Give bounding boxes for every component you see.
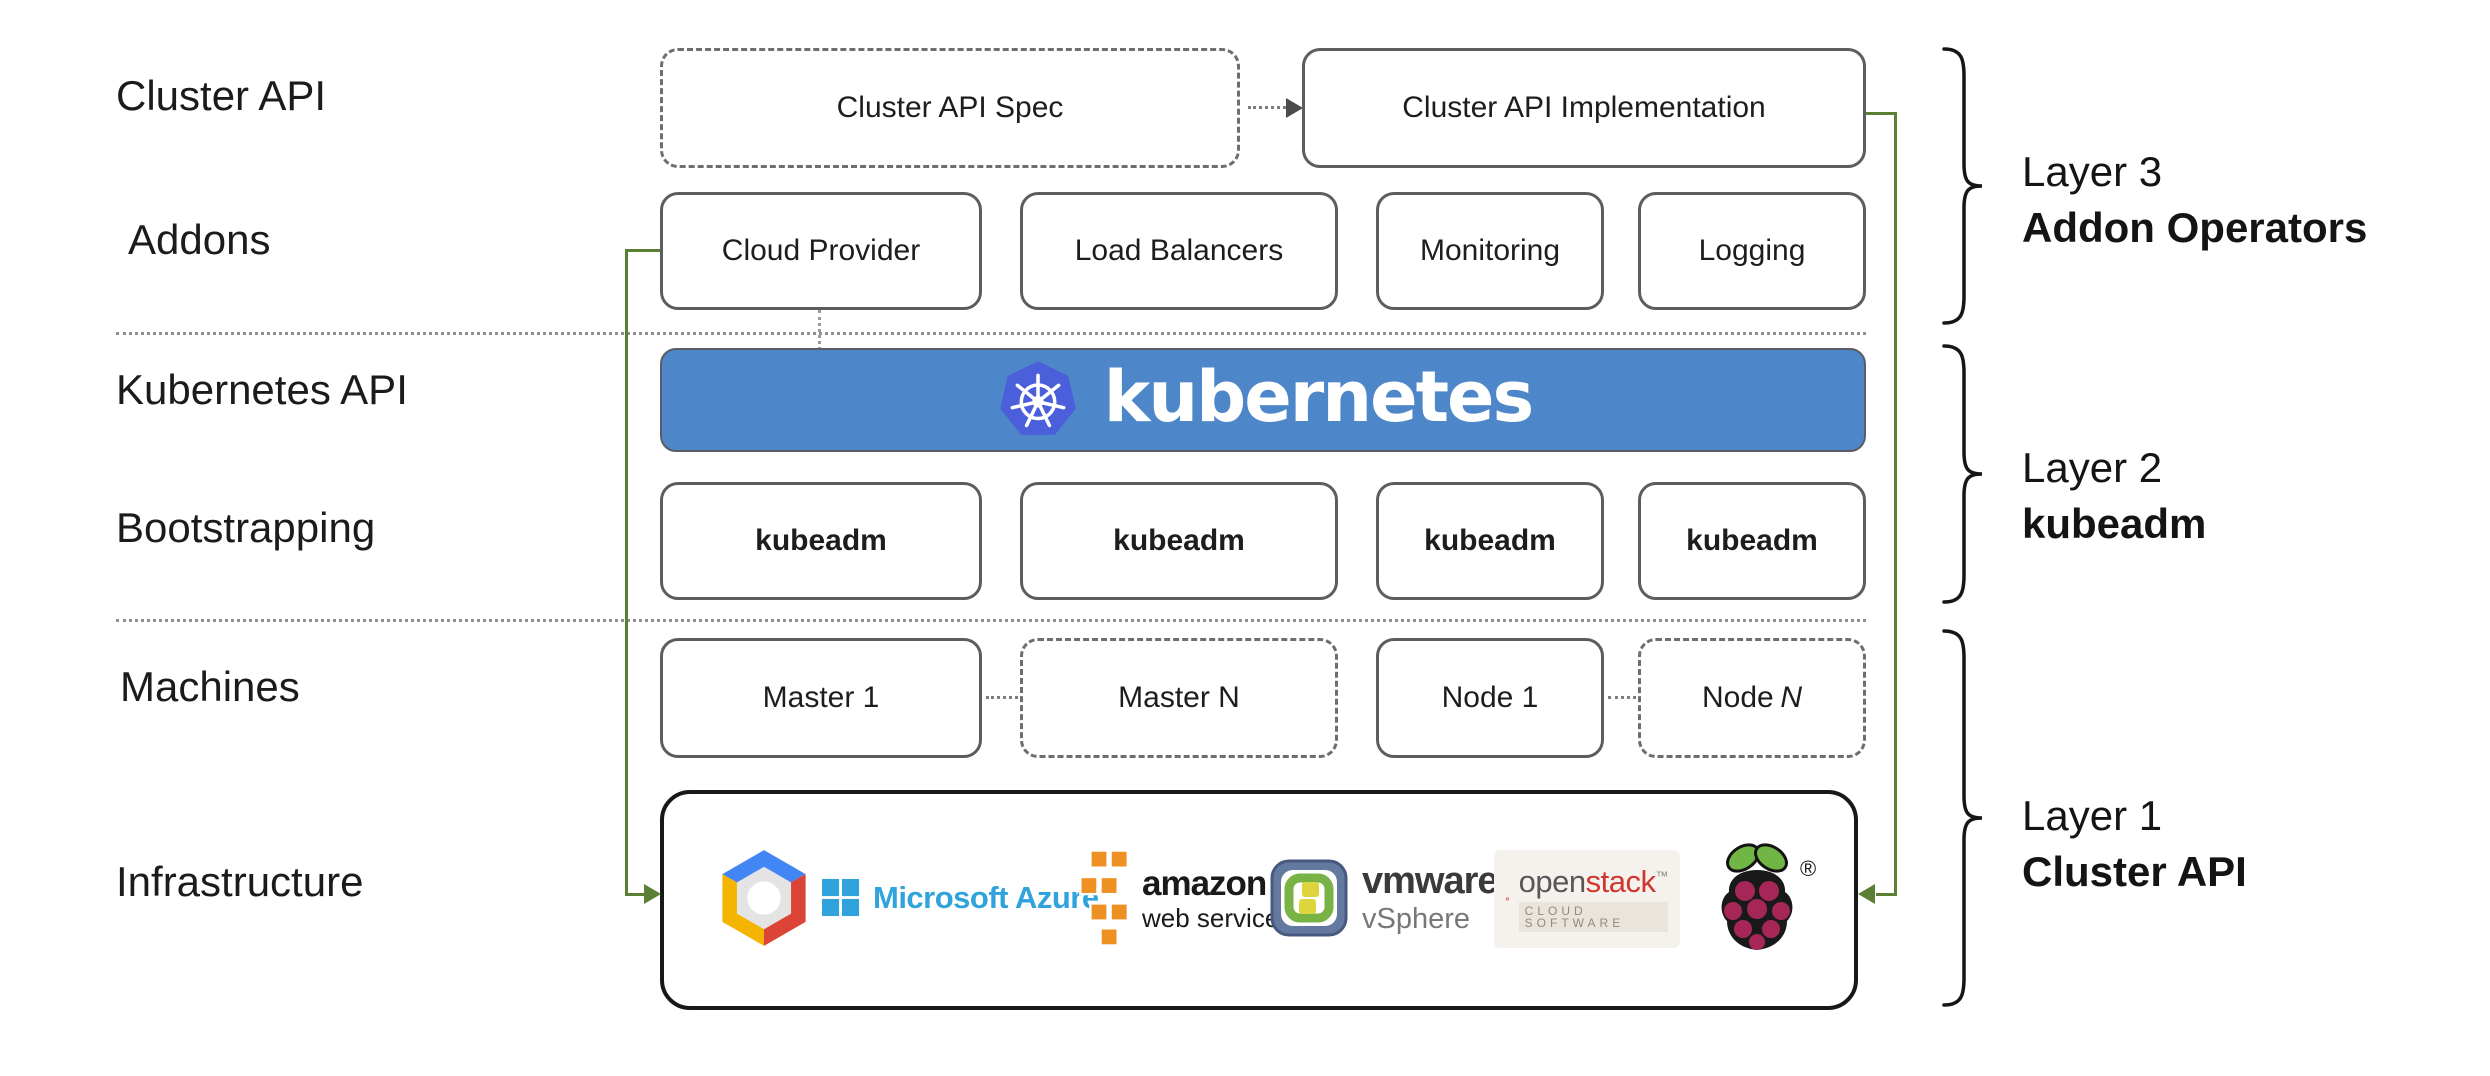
green-line-left-bottom: [627, 893, 645, 896]
raspberry-pi-logo-icon: [1714, 836, 1800, 962]
layer-3-subtitle: Addon Operators: [2022, 204, 2368, 251]
microsoft-azure-label: Microsoft Azure: [873, 880, 1099, 915]
node-connector: [1608, 696, 1636, 699]
web-services-label: web services: [1142, 902, 1293, 933]
kubeadm-box-3: kubeadm: [1376, 482, 1604, 600]
row-label-kubernetes-api: Kubernetes API: [116, 366, 408, 413]
vmware-vsphere-logo: vmware® vSphere: [1270, 856, 1508, 940]
kubernetes-banner: kubernetes: [660, 348, 1866, 452]
green-line-right-bottom: [1876, 893, 1896, 896]
cloud-provider-box: Cloud Provider: [660, 192, 982, 310]
kubeadm-box-4: kubeadm: [1638, 482, 1866, 600]
row-label-infrastructure: Infrastructure: [116, 858, 364, 905]
openstack-icon: [1506, 897, 1509, 901]
raspberry-pi-registered-mark: ®: [1800, 856, 1817, 881]
cluster-api-implementation-box: Cluster API Implementation: [1302, 48, 1866, 168]
green-arrowhead-into-infrastructure-left: [644, 884, 661, 904]
layer-2-subtitle: kubeadm: [2022, 500, 2207, 547]
monitoring-box: Monitoring: [1376, 192, 1604, 310]
green-line-left-vertical: [625, 249, 628, 896]
green-line-left-top: [627, 249, 660, 252]
microsoft-azure-logo: Microsoft Azure: [822, 862, 1099, 934]
layer-2-bracket: [1942, 344, 1983, 604]
master-1-box: Master 1: [660, 638, 982, 758]
kubernetes-logo-icon: [1000, 361, 1076, 435]
microsoft-window-icon: [822, 879, 860, 917]
openstack-trademark-mark: ™: [1655, 868, 1669, 884]
amazon-label: amazon: [1142, 863, 1267, 903]
layer-2-title: Layer 2: [2022, 444, 2163, 491]
separator-layer2-layer1: [116, 619, 1866, 622]
kubeadm-box-2: kubeadm: [1020, 482, 1338, 600]
green-line-right-top: [1866, 112, 1896, 115]
row-label-cluster-api: Cluster API: [116, 72, 327, 119]
row-label-addons: Addons: [128, 216, 271, 263]
layer-1-label: Layer 1 Cluster API: [2022, 788, 2247, 900]
row-label-bootstrapping: Bootstrapping: [116, 504, 376, 551]
layer-2-label: Layer 2 kubeadm: [2022, 440, 2206, 552]
aws-cubes-icon: [1079, 849, 1129, 947]
layer-3-label: Layer 3 Addon Operators: [2022, 144, 2367, 256]
load-balancers-box: Load Balancers: [1020, 192, 1338, 310]
spec-to-implementation-arrow-line: [1248, 106, 1286, 109]
layer-1-title: Layer 1: [2022, 792, 2163, 839]
aws-logo: amazon web services: [1078, 846, 1292, 950]
green-arrowhead-into-infrastructure-right: [1858, 884, 1875, 904]
separator-layer3-layer2: [116, 332, 1866, 335]
green-line-right-vertical: [1894, 112, 1897, 896]
node-1-box: Node 1: [1376, 638, 1604, 758]
layer-1-subtitle: Cluster API: [2022, 848, 2247, 895]
spec-to-implementation-arrowhead-icon: [1286, 98, 1303, 118]
cloud-software-label: CLOUD SOFTWARE: [1518, 902, 1668, 932]
openstack-logo: openstack™ CLOUD SOFTWARE: [1494, 850, 1680, 948]
layer-3-title: Layer 3: [2022, 148, 2163, 195]
cluster-api-spec-box: Cluster API Spec: [660, 48, 1240, 168]
cloud-provider-to-kubernetes-connector: [818, 310, 821, 350]
kubernetes-wordmark: kubernetes: [1103, 356, 1534, 438]
row-label-machines: Machines: [120, 663, 300, 710]
node-n-label-prefix: Node: [1702, 681, 1774, 714]
layer-3-bracket: [1942, 47, 1983, 325]
kubeadm-box-1: kubeadm: [660, 482, 982, 600]
master-connector: [986, 696, 1018, 699]
layer-1-bracket: [1942, 629, 1983, 1007]
vmware-label: vmware®: [1362, 862, 1508, 900]
vsphere-label: vSphere: [1362, 903, 1471, 935]
openstack-label: openstack™: [1518, 864, 1669, 899]
google-cloud-platform-logo-icon: [712, 846, 816, 950]
logging-box: Logging: [1638, 192, 1866, 310]
vsphere-icon: [1270, 859, 1348, 937]
master-n-box: Master N: [1020, 638, 1338, 758]
node-n-label-variable: N: [1780, 681, 1802, 714]
